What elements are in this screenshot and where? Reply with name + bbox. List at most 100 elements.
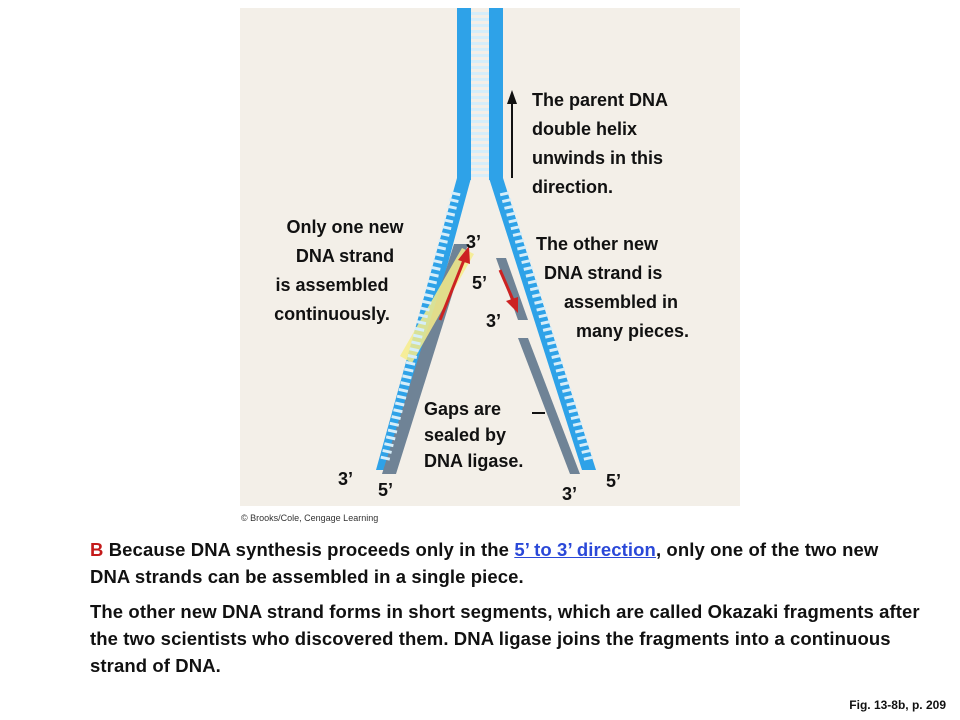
end-label-mid-right: 3’ — [486, 311, 502, 331]
end-label-bottom-left-outer: 3’ — [338, 469, 354, 489]
base-pair-rung — [427, 279, 438, 285]
base-pair-rung — [583, 455, 594, 461]
replication-fork-diagram — [240, 8, 740, 506]
base-pair-rung — [387, 428, 398, 434]
base-pair-rung — [551, 354, 561, 359]
base-pair-rung — [471, 126, 489, 129]
base-pair-rung — [441, 225, 452, 231]
end-label-bottom-left-inner: 5’ — [378, 480, 394, 500]
base-pair-rung — [471, 174, 489, 177]
base-pair-rung — [432, 259, 443, 265]
base-pair-rung — [471, 24, 489, 27]
caption-paragraph-2: The other new DNA strand forms in short … — [90, 601, 920, 676]
base-pair-rung — [416, 320, 427, 326]
base-pair-rung — [471, 66, 489, 69]
base-pair-rung — [420, 306, 430, 312]
base-pair-rung — [391, 415, 401, 421]
base-pair-rung — [525, 272, 536, 278]
base-pair-rung — [412, 333, 423, 339]
base-pair-rung — [396, 394, 407, 400]
base-pair-rung — [438, 238, 448, 244]
base-pair-rung — [508, 218, 519, 224]
base-pair-rung — [436, 245, 447, 251]
figure-reference: Fig. 13-8b, p. 209 — [849, 698, 946, 712]
base-pair-rung — [431, 265, 441, 271]
base-pair-rung — [559, 381, 570, 387]
base-pair-rung — [380, 455, 391, 461]
panel-letter: B — [90, 539, 104, 560]
base-pair-rung — [450, 191, 461, 197]
caption-paragraph-1: B Because DNA synthesis proceeds only in… — [90, 536, 920, 590]
base-pair-rung — [555, 367, 566, 373]
base-pair-rung — [562, 387, 572, 393]
copyright-notice: © Brooks/Cole, Cengage Learning — [241, 513, 379, 523]
left-fork-arm — [376, 178, 474, 474]
base-pair-rung — [572, 421, 583, 427]
base-pair-rung — [405, 360, 416, 366]
base-pair-rung — [504, 204, 514, 210]
base-pair-rung — [471, 18, 489, 21]
base-pair-rung — [471, 108, 489, 111]
continuous-synthesis-highlight — [400, 248, 474, 363]
base-pair-rung — [471, 96, 489, 99]
parent-double-helix — [457, 8, 503, 180]
base-pair-rung — [429, 272, 439, 278]
end-label-bottom-right-inner: 3’ — [562, 484, 578, 504]
base-pair-rung — [418, 313, 429, 319]
continuous-strand-label: Only one new DNA strand is assembled con… — [274, 217, 404, 324]
lagging-strand-arrow — [498, 269, 518, 313]
leading-strand-arrow — [438, 246, 470, 321]
base-pair-rung — [471, 12, 489, 15]
base-pair-rung — [389, 421, 400, 427]
base-pair-rung — [471, 138, 489, 141]
end-label-top-left: 3’ — [466, 232, 482, 252]
base-pair-rung — [471, 78, 489, 81]
base-pair-rung — [471, 114, 489, 117]
base-pair-rung — [440, 231, 450, 237]
base-pair-rung — [385, 435, 396, 441]
base-pair-rung — [471, 168, 489, 171]
base-pair-rung — [581, 448, 592, 454]
base-pair-rung — [510, 225, 521, 231]
base-pair-rung — [570, 415, 581, 421]
base-pair-rung — [564, 394, 574, 400]
base-pair-rung — [547, 340, 557, 346]
base-pair-rung — [536, 306, 546, 312]
base-pair-rung — [471, 36, 489, 39]
base-pair-rung — [540, 320, 551, 326]
base-pair-rung — [549, 347, 559, 353]
base-pair-rung — [579, 442, 589, 448]
base-pair-rung — [471, 120, 489, 123]
base-pair-rung — [402, 374, 412, 380]
base-pair-rung — [471, 150, 489, 153]
dna-replication-fork-figure: The parent DNA double helix unwinds in t… — [240, 8, 740, 523]
base-pair-rung — [443, 218, 454, 224]
right-fork-arm — [489, 178, 596, 474]
direction-glossary-link[interactable]: 5’ to 3’ direction — [514, 539, 656, 560]
base-pair-rung — [421, 299, 432, 305]
base-pair-rung — [514, 238, 525, 244]
base-pair-rung — [499, 191, 510, 197]
unwind-direction-label: The parent DNA double helix unwinds in t… — [532, 90, 669, 197]
base-pair-rung — [529, 286, 540, 292]
base-pair-rung — [506, 211, 516, 217]
base-pair-rung — [534, 299, 544, 305]
base-pair-rung — [411, 340, 421, 346]
end-label-bottom-right-outer: 5’ — [606, 471, 622, 491]
base-pair-rung — [407, 354, 418, 359]
base-pair-rung — [557, 374, 568, 380]
figure-caption: B Because DNA synthesis proceeds only in… — [90, 536, 920, 687]
ligase-label: Gaps are sealed by DNA ligase. — [424, 399, 524, 471]
caption-text-1b: , only one of the two new DNA strands ca… — [90, 539, 879, 587]
base-pair-rung — [447, 204, 457, 210]
base-pair-rung — [434, 252, 445, 258]
base-pair-rung — [471, 54, 489, 57]
base-pair-rung — [544, 333, 555, 339]
base-pair-rung — [393, 408, 403, 414]
base-pair-rung — [471, 84, 489, 87]
unwind-direction-arrow — [507, 90, 517, 178]
base-pair-rung — [527, 279, 538, 285]
base-pair-rung — [471, 156, 489, 159]
base-pair-rung — [471, 162, 489, 165]
base-pair-rung — [532, 293, 542, 298]
